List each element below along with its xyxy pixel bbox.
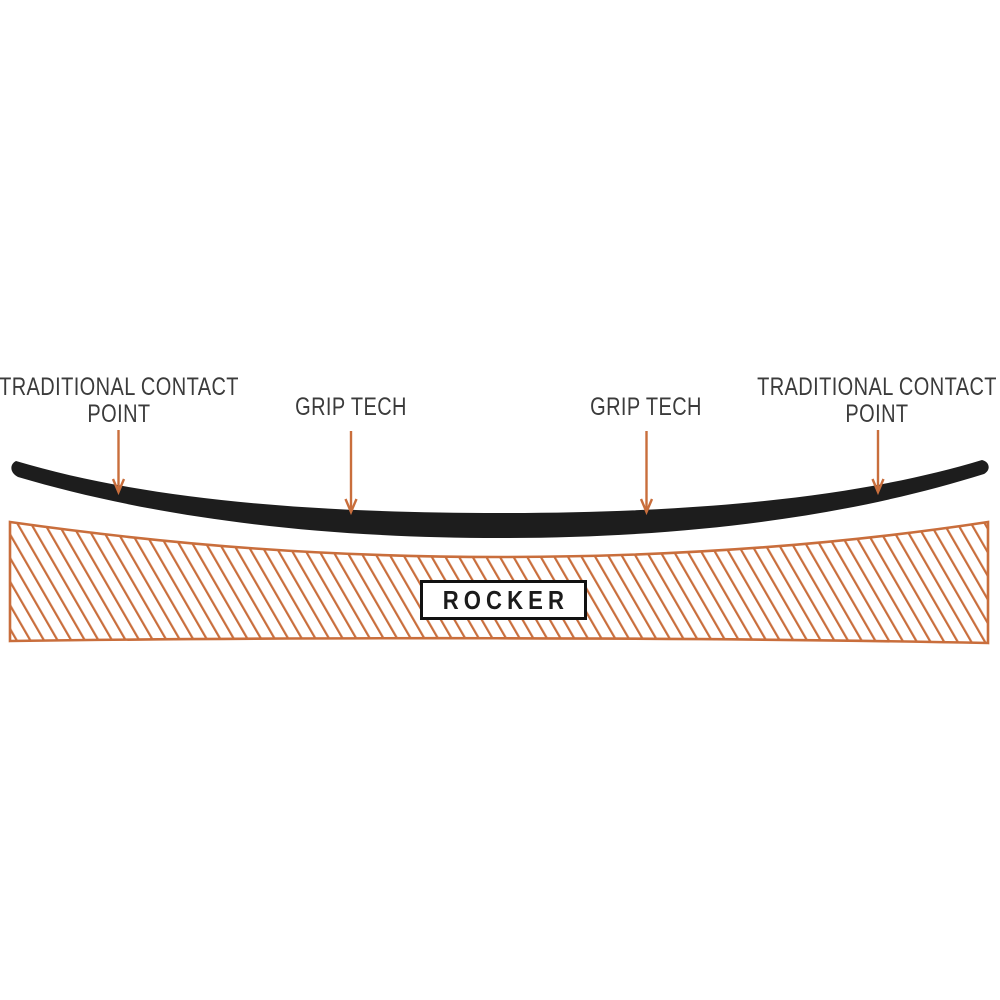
right-contact-point-label-line1: TRADITIONAL CONTACT (757, 373, 997, 401)
right-contact-arrow-down-icon (871, 430, 885, 496)
right-contact-point-label: TRADITIONAL CONTACT POINT (757, 374, 997, 428)
rocker-badge: ROCKER (420, 580, 587, 620)
right-grip-arrow-down-icon (639, 431, 654, 516)
left-contact-point-label: TRADITIONAL CONTACT POINT (0, 374, 239, 428)
left-grip-arrow-down-icon (344, 431, 358, 516)
right-contact-point-label-line2: POINT (845, 400, 909, 428)
board-profile (11, 460, 989, 538)
left-contact-point-label-line2: POINT (87, 400, 151, 428)
left-contact-arrow-down-icon (111, 430, 126, 496)
rocker-badge-label: ROCKER (442, 584, 570, 615)
right-grip-tech-label: GRIP TECH (590, 393, 702, 421)
left-grip-tech-label: GRIP TECH (295, 393, 407, 421)
left-contact-point-label-line1: TRADITIONAL CONTACT (0, 373, 239, 401)
